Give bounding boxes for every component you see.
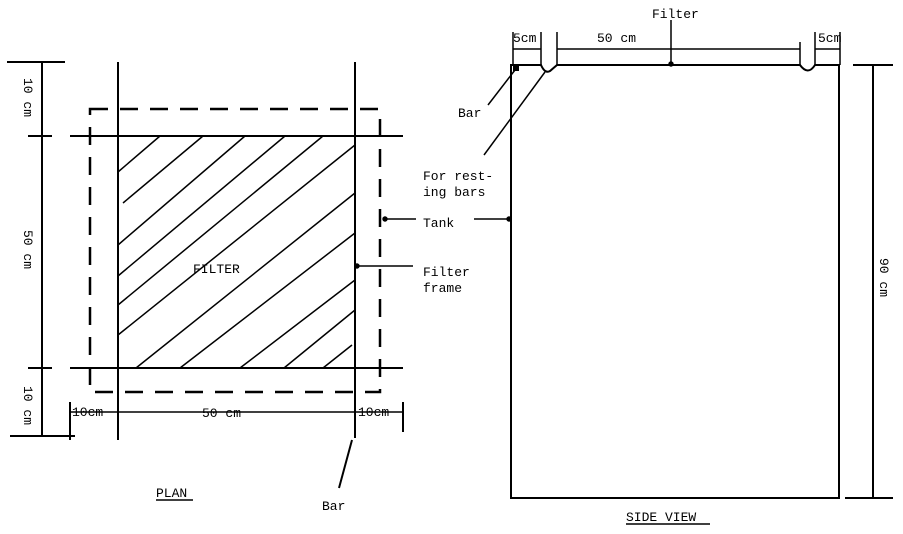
dim-left-top: 10 cm xyxy=(20,78,35,117)
resting-label-1: For rest- xyxy=(423,169,493,184)
side-view: Bar 5cm 50 cm 5cm Filter 90 cm SIDE VIEW xyxy=(458,7,893,525)
dim-bottom-right: 10cm xyxy=(358,405,389,420)
side-bar-label: Bar xyxy=(458,106,481,121)
filter-hatching xyxy=(117,135,356,369)
dim-left-bottom: 10 cm xyxy=(20,386,35,425)
tank-outline-dashed xyxy=(88,107,382,394)
dim-top-right: 5cm xyxy=(818,31,842,46)
dim-bottom-mid: 50 cm xyxy=(202,406,241,421)
height-dimension: 90 cm xyxy=(845,64,893,499)
filter-label: FILTER xyxy=(193,262,240,277)
top-dimension: 5cm 50 cm 5cm xyxy=(512,31,842,65)
frame-label-2: frame xyxy=(423,281,462,296)
dim-bottom-left: 10cm xyxy=(72,405,103,420)
tank-label: Tank xyxy=(423,216,454,231)
dim-top-left: 5cm xyxy=(513,31,537,46)
side-title: SIDE VIEW xyxy=(626,510,696,525)
plan-title: PLAN xyxy=(156,486,187,501)
bottom-dimension: 10cm 50 cm 10cm xyxy=(69,402,404,440)
resting-label-2: ing bars xyxy=(423,185,485,200)
dim-left-mid: 50 cm xyxy=(20,230,35,269)
bar-leader xyxy=(338,439,353,489)
callouts: For rest- ing bars Tank Filter frame xyxy=(354,71,546,296)
tank-side-outline xyxy=(510,64,840,499)
side-filter-label: Filter xyxy=(652,7,699,22)
dim-height: 90 cm xyxy=(876,258,891,297)
plan-bar-label: Bar xyxy=(322,499,345,514)
plan-view: FILTER 10 cm 50 cm 10 cm 10cm 50 cm 10cm… xyxy=(7,61,404,514)
frame-label-1: Filter xyxy=(423,265,470,280)
bar-section xyxy=(513,65,519,71)
dim-top-mid: 50 cm xyxy=(597,31,636,46)
left-dimension: 10 cm 50 cm 10 cm xyxy=(7,61,75,437)
